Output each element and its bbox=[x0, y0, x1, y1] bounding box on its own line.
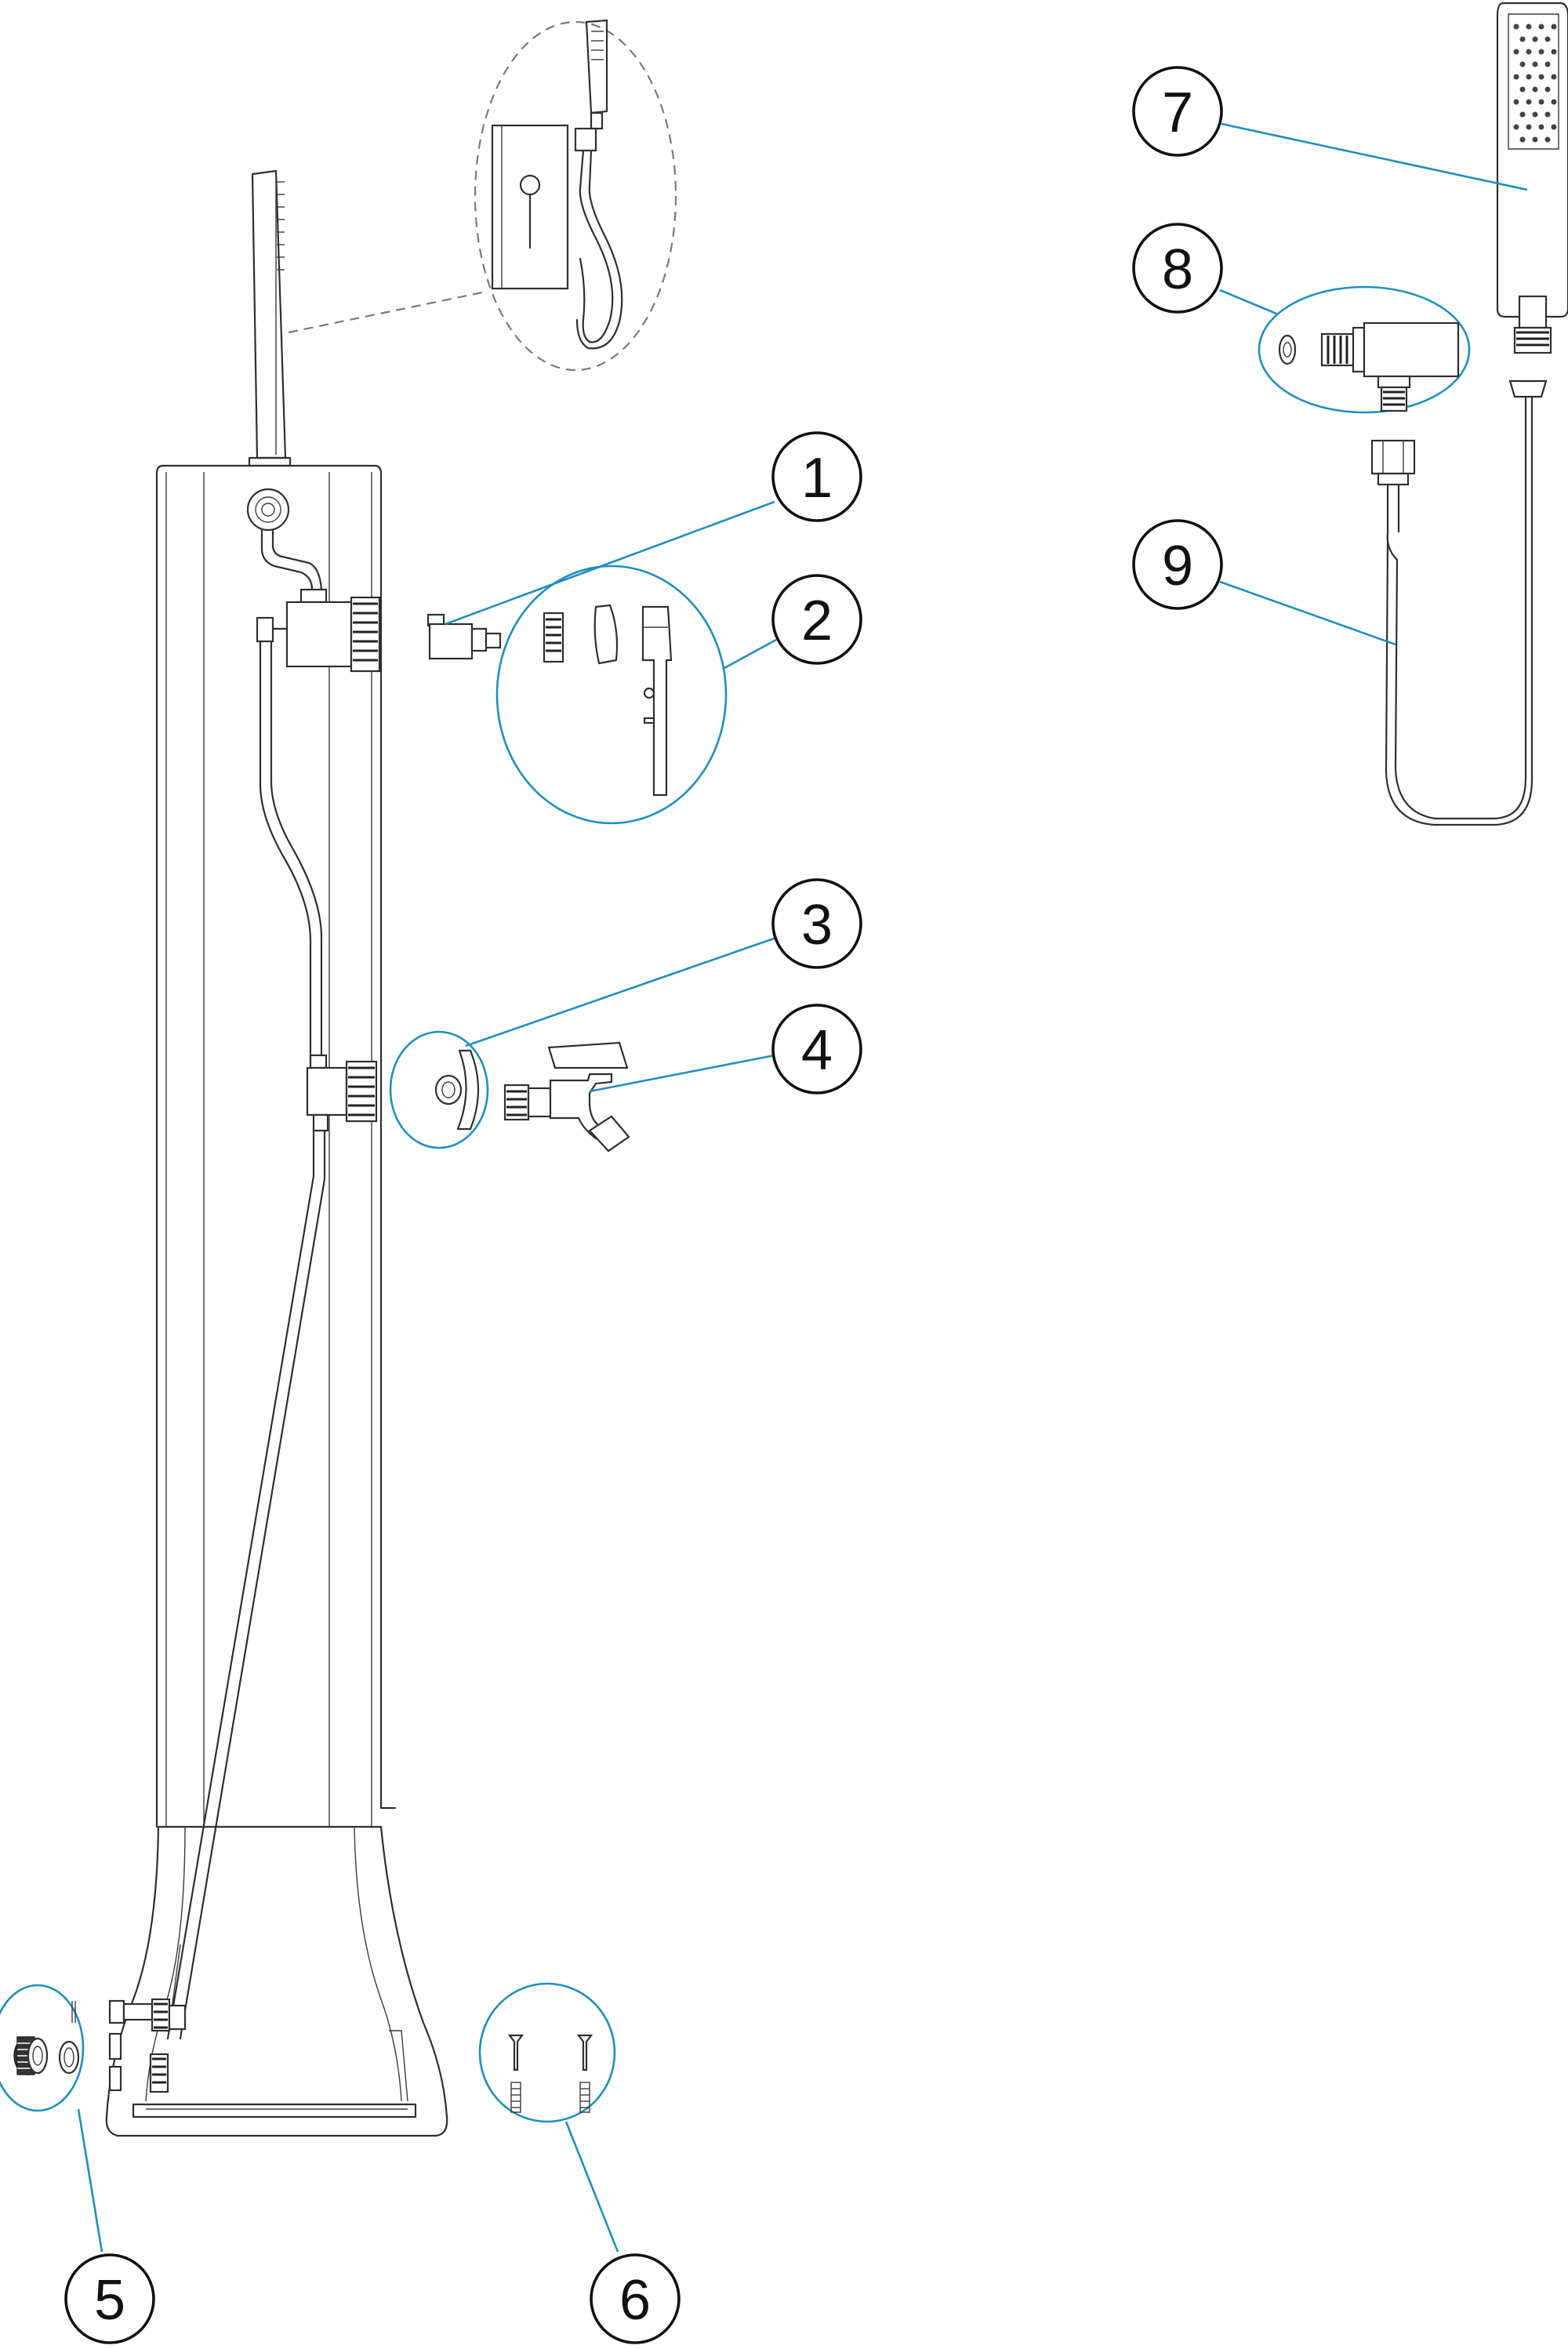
callout-7-label: 7 bbox=[1162, 82, 1193, 144]
leader-5 bbox=[77, 2108, 103, 2253]
leader-8 bbox=[1219, 289, 1277, 315]
part-1-cartridge bbox=[426, 613, 502, 660]
callout-8-label: 8 bbox=[1162, 238, 1193, 301]
shower-column-body bbox=[105, 169, 448, 2137]
callout-3-label: 3 bbox=[801, 894, 833, 957]
callout-3: 3 bbox=[771, 878, 862, 969]
callout-2: 2 bbox=[771, 574, 862, 665]
leader-6 bbox=[564, 2121, 619, 2253]
part-7-spray-holes bbox=[1513, 24, 1557, 143]
base-thread-upper bbox=[151, 1998, 171, 2032]
part-9-hose bbox=[1370, 379, 1548, 826]
leader-9 bbox=[1219, 580, 1396, 646]
callout-4: 4 bbox=[771, 1004, 862, 1095]
part-5-nut bbox=[13, 2036, 49, 2075]
part-8-thread-bottom bbox=[1380, 386, 1408, 412]
part-2-handle-set bbox=[495, 565, 728, 825]
callout-7: 7 bbox=[1132, 66, 1223, 157]
part-2-thread-ring bbox=[543, 612, 564, 663]
leader-7 bbox=[1221, 122, 1528, 191]
part-7-thread bbox=[1513, 326, 1552, 354]
callout-5-label: 5 bbox=[94, 2269, 125, 2332]
part-8-wall-outlet bbox=[1258, 285, 1471, 414]
callout-8: 8 bbox=[1132, 223, 1223, 314]
callout-9-label: 9 bbox=[1162, 535, 1193, 597]
installed-detail-inset bbox=[288, 19, 677, 372]
callout-6: 6 bbox=[590, 2253, 681, 2344]
leader-3 bbox=[465, 936, 777, 1047]
part-3-rosette bbox=[389, 1030, 489, 1149]
part-7-hand-shower bbox=[1496, 2, 1568, 354]
leader-1 bbox=[445, 500, 775, 626]
part-6-screws-anchors bbox=[478, 1982, 616, 2123]
part-4-thread bbox=[503, 1084, 530, 1121]
leader-2 bbox=[724, 638, 777, 670]
callout-4-label: 4 bbox=[801, 1019, 833, 1082]
part-8-thread-side bbox=[1320, 332, 1355, 367]
callout-6-label: 6 bbox=[619, 2269, 651, 2332]
callout-1: 1 bbox=[771, 431, 862, 522]
callout-1-label: 1 bbox=[801, 447, 833, 510]
base-thread-lower bbox=[149, 2053, 169, 2093]
callout-5: 5 bbox=[64, 2253, 155, 2344]
part-5-fitting-set bbox=[0, 1984, 85, 2112]
callout-9: 9 bbox=[1132, 519, 1223, 610]
leader-lines bbox=[77, 122, 1528, 2253]
callout-2-label: 2 bbox=[801, 590, 833, 652]
mixer-thread-upper bbox=[350, 596, 381, 673]
leader-4 bbox=[589, 1054, 775, 1093]
mixer-thread-middle bbox=[345, 1060, 378, 1123]
part-4-tap bbox=[503, 1041, 630, 1153]
